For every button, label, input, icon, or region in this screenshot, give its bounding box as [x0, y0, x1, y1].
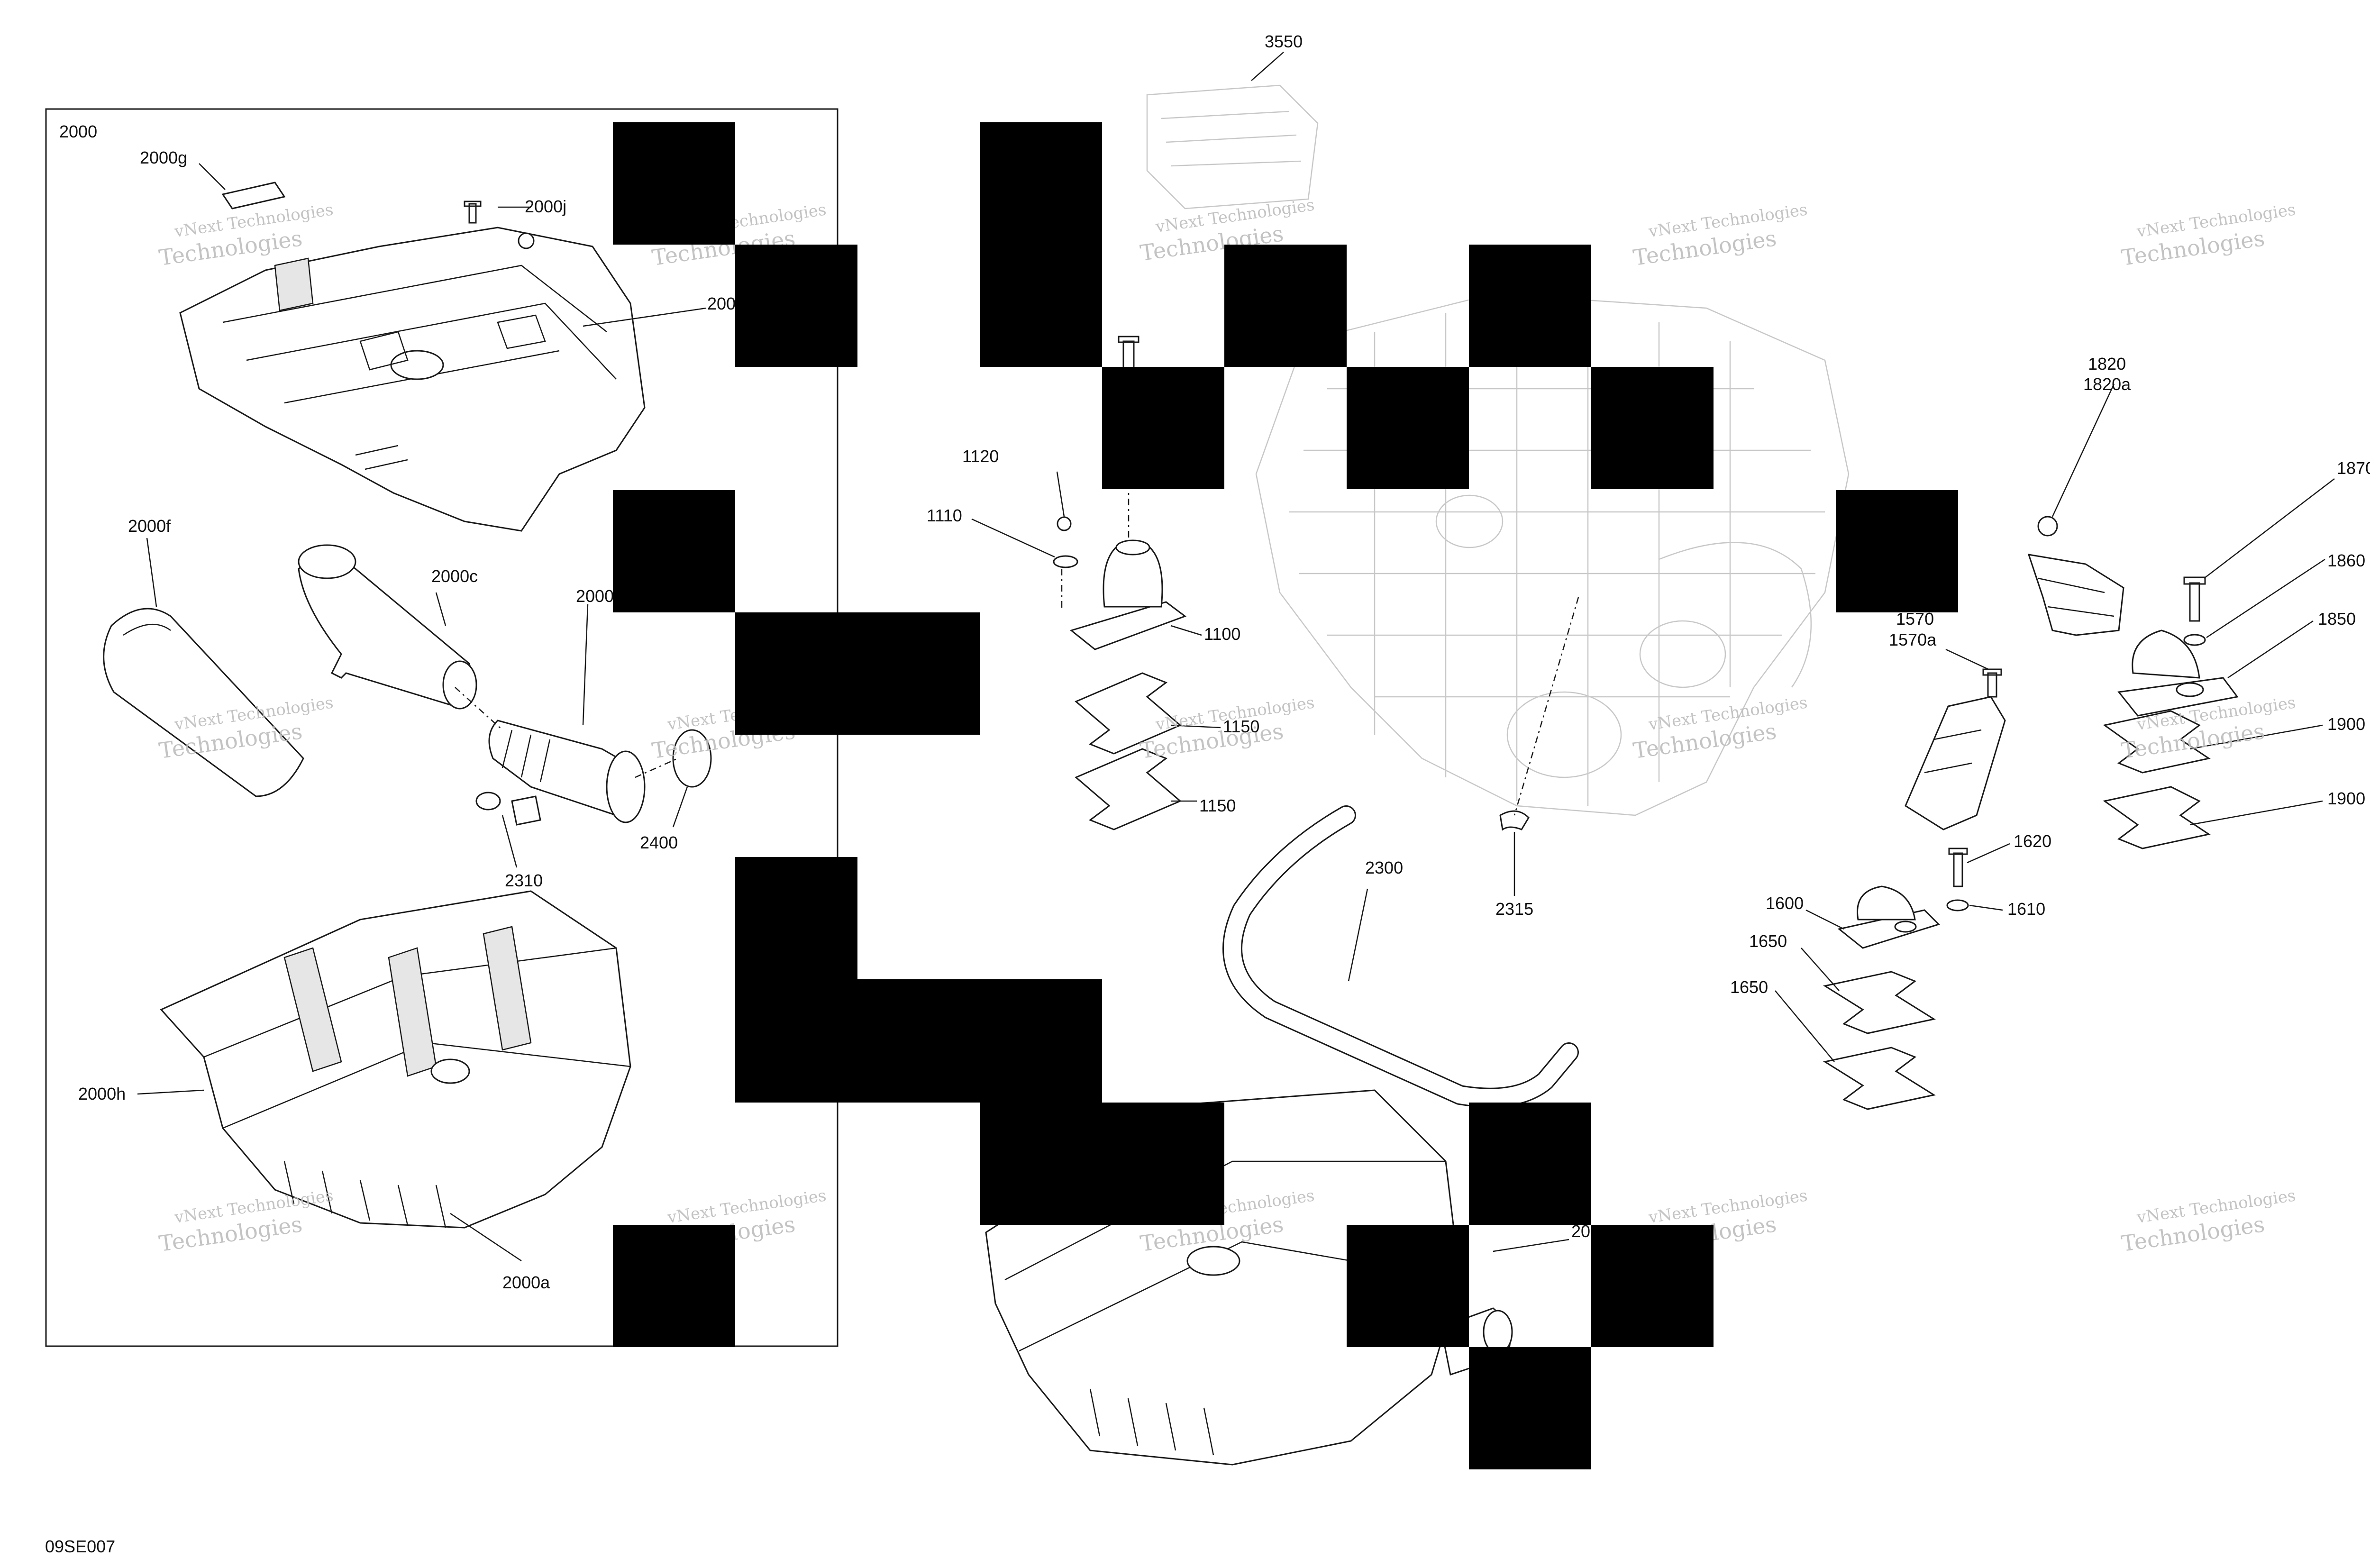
redaction-block	[1469, 245, 1591, 367]
callout-1110: 1110	[927, 506, 962, 525]
redaction-block	[980, 1103, 1224, 1225]
callout-1820a: 1820a	[2083, 374, 2131, 394]
callout-2000c: 2000c	[431, 566, 478, 586]
engine-ghost-drawing	[1146, 84, 1850, 816]
callout-1850: 1850	[2318, 609, 2356, 629]
callout-1870: 1870	[2337, 458, 2370, 478]
shim-1150-lower	[1075, 748, 1182, 830]
shim-1900-upper	[2103, 710, 2211, 774]
shim-1650-lower	[1823, 1047, 1936, 1110]
washer-1610	[1946, 899, 1969, 912]
airbox-lower-housing	[160, 890, 631, 1229]
clamp-2315	[1499, 810, 1530, 831]
callout-1860: 1860	[2327, 551, 2365, 570]
bracket-1570	[1905, 696, 2006, 830]
callout-1570a: 1570a	[1889, 630, 1937, 649]
bracket-1850-assembly	[2027, 554, 2124, 636]
callout-2315: 2315	[1495, 899, 1533, 919]
redaction-block	[735, 612, 980, 735]
redaction-block	[857, 979, 1102, 1103]
callout-1650-upper: 1650	[1749, 931, 1787, 951]
screw-1570	[1982, 668, 2002, 698]
subassembly-label: 2000	[59, 122, 97, 141]
callout-2000-top: 200	[707, 294, 736, 313]
callout-1150-lower: 1150	[1199, 796, 1236, 815]
callout-1650-lower: 1650	[1730, 977, 1768, 997]
nut-1820	[2037, 516, 2058, 537]
redaction-block	[613, 1225, 735, 1347]
callout-2310: 2310	[505, 871, 543, 890]
duct-2000f	[103, 608, 304, 797]
redaction-block	[613, 490, 735, 612]
callout-2000g: 2000g	[140, 148, 187, 167]
callout-2300: 2300	[1365, 858, 1403, 877]
nut-1120	[1057, 516, 1072, 531]
callout-2000a: 2000a	[502, 1273, 550, 1292]
callout-1600: 1600	[1766, 893, 1804, 913]
shim-1650-upper	[1823, 971, 1936, 1034]
callout-1820: 1820	[2088, 354, 2126, 374]
redaction-block	[1347, 1225, 1469, 1347]
bolt-1870	[2183, 576, 2206, 622]
callout-2400: 2400	[640, 833, 678, 852]
airbox-upper-cover	[179, 227, 646, 532]
bolt-1620	[1948, 848, 1968, 887]
callout-2000f: 2000f	[128, 516, 171, 536]
fitting-2310	[511, 795, 541, 826]
redaction-block	[1347, 367, 1469, 489]
redaction-blocks	[613, 122, 1958, 1469]
shim-1900-lower	[2103, 786, 2211, 849]
redaction-block	[1591, 367, 1714, 489]
mount-1600	[1837, 885, 1940, 949]
redaction-block	[613, 122, 735, 245]
mount-1850	[2117, 629, 2239, 717]
callout-1100: 1100	[1204, 624, 1240, 644]
callout-1120: 1120	[962, 447, 999, 466]
callout-2000h: 2000h	[78, 1084, 126, 1103]
clamp-2400	[672, 729, 712, 788]
washer-1860	[2183, 634, 2206, 646]
clamp-2310	[475, 792, 501, 811]
drawing-code: 09SE007	[45, 1537, 115, 1556]
redaction-block	[1836, 490, 1958, 612]
leader-lines	[137, 52, 2335, 1262]
redaction-block	[1224, 245, 1347, 367]
screw-2000j	[464, 201, 482, 224]
callout-1620: 1620	[2014, 831, 2051, 851]
callout-1150-upper: 1150	[1223, 717, 1259, 736]
callout-2000-mid: 2000	[576, 586, 614, 606]
redaction-block	[980, 122, 1102, 367]
callout-3550: 3550	[1265, 32, 1303, 51]
redaction-block	[1591, 1225, 1714, 1347]
engine-mount-1100	[1069, 539, 1187, 650]
redaction-block	[1469, 1103, 1591, 1225]
washer-1110	[1053, 555, 1078, 568]
grommet-2000j	[518, 232, 535, 249]
callout-1900-lower: 1900	[2327, 789, 2365, 808]
redaction-block	[735, 857, 857, 1103]
redaction-block	[1102, 367, 1224, 489]
decal-2000g	[221, 182, 286, 210]
redaction-block	[1469, 1347, 1591, 1469]
redaction-block	[735, 245, 857, 367]
callout-1900-upper: 1900	[2327, 714, 2365, 734]
bolt-upper-mount	[1118, 336, 1139, 371]
callout-1610: 1610	[2007, 899, 2045, 919]
callout-2000j: 2000j	[525, 197, 566, 216]
